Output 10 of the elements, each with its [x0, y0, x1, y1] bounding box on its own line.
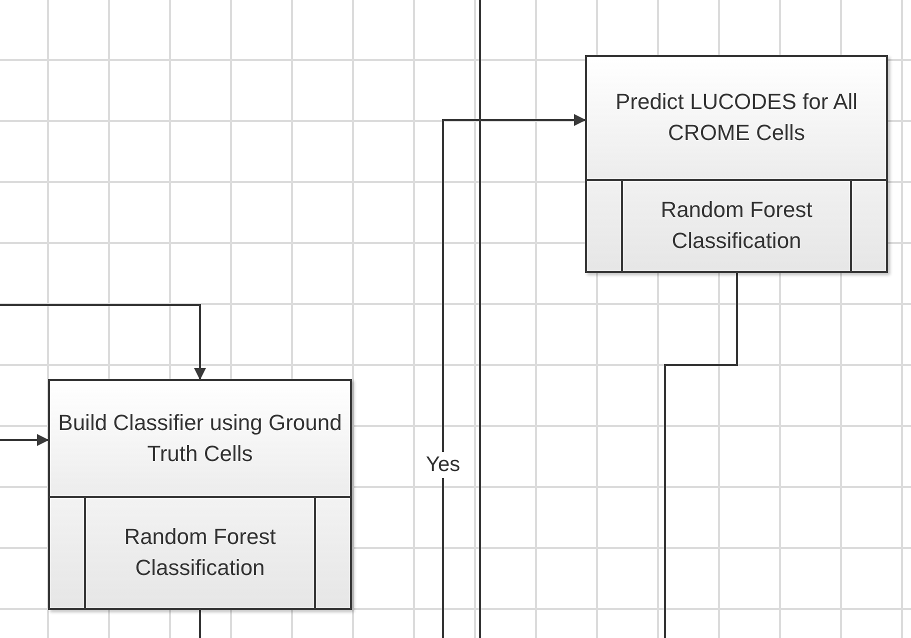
- arrow: [0, 434, 49, 446]
- edge-label: Yes: [424, 452, 462, 478]
- process-box: [585, 55, 888, 273]
- arrow: [442, 114, 586, 638]
- process-title: Build Classifier using Ground Truth Cells: [57, 408, 343, 468]
- process-title: Predict LUCODES for All CROME Cells: [614, 88, 859, 147]
- process-box: [48, 379, 352, 610]
- subprocess-label: Random Forest Classification: [123, 523, 277, 582]
- subprocess-label: Random Forest Classification: [660, 196, 814, 255]
- arrow: [0, 304, 206, 380]
